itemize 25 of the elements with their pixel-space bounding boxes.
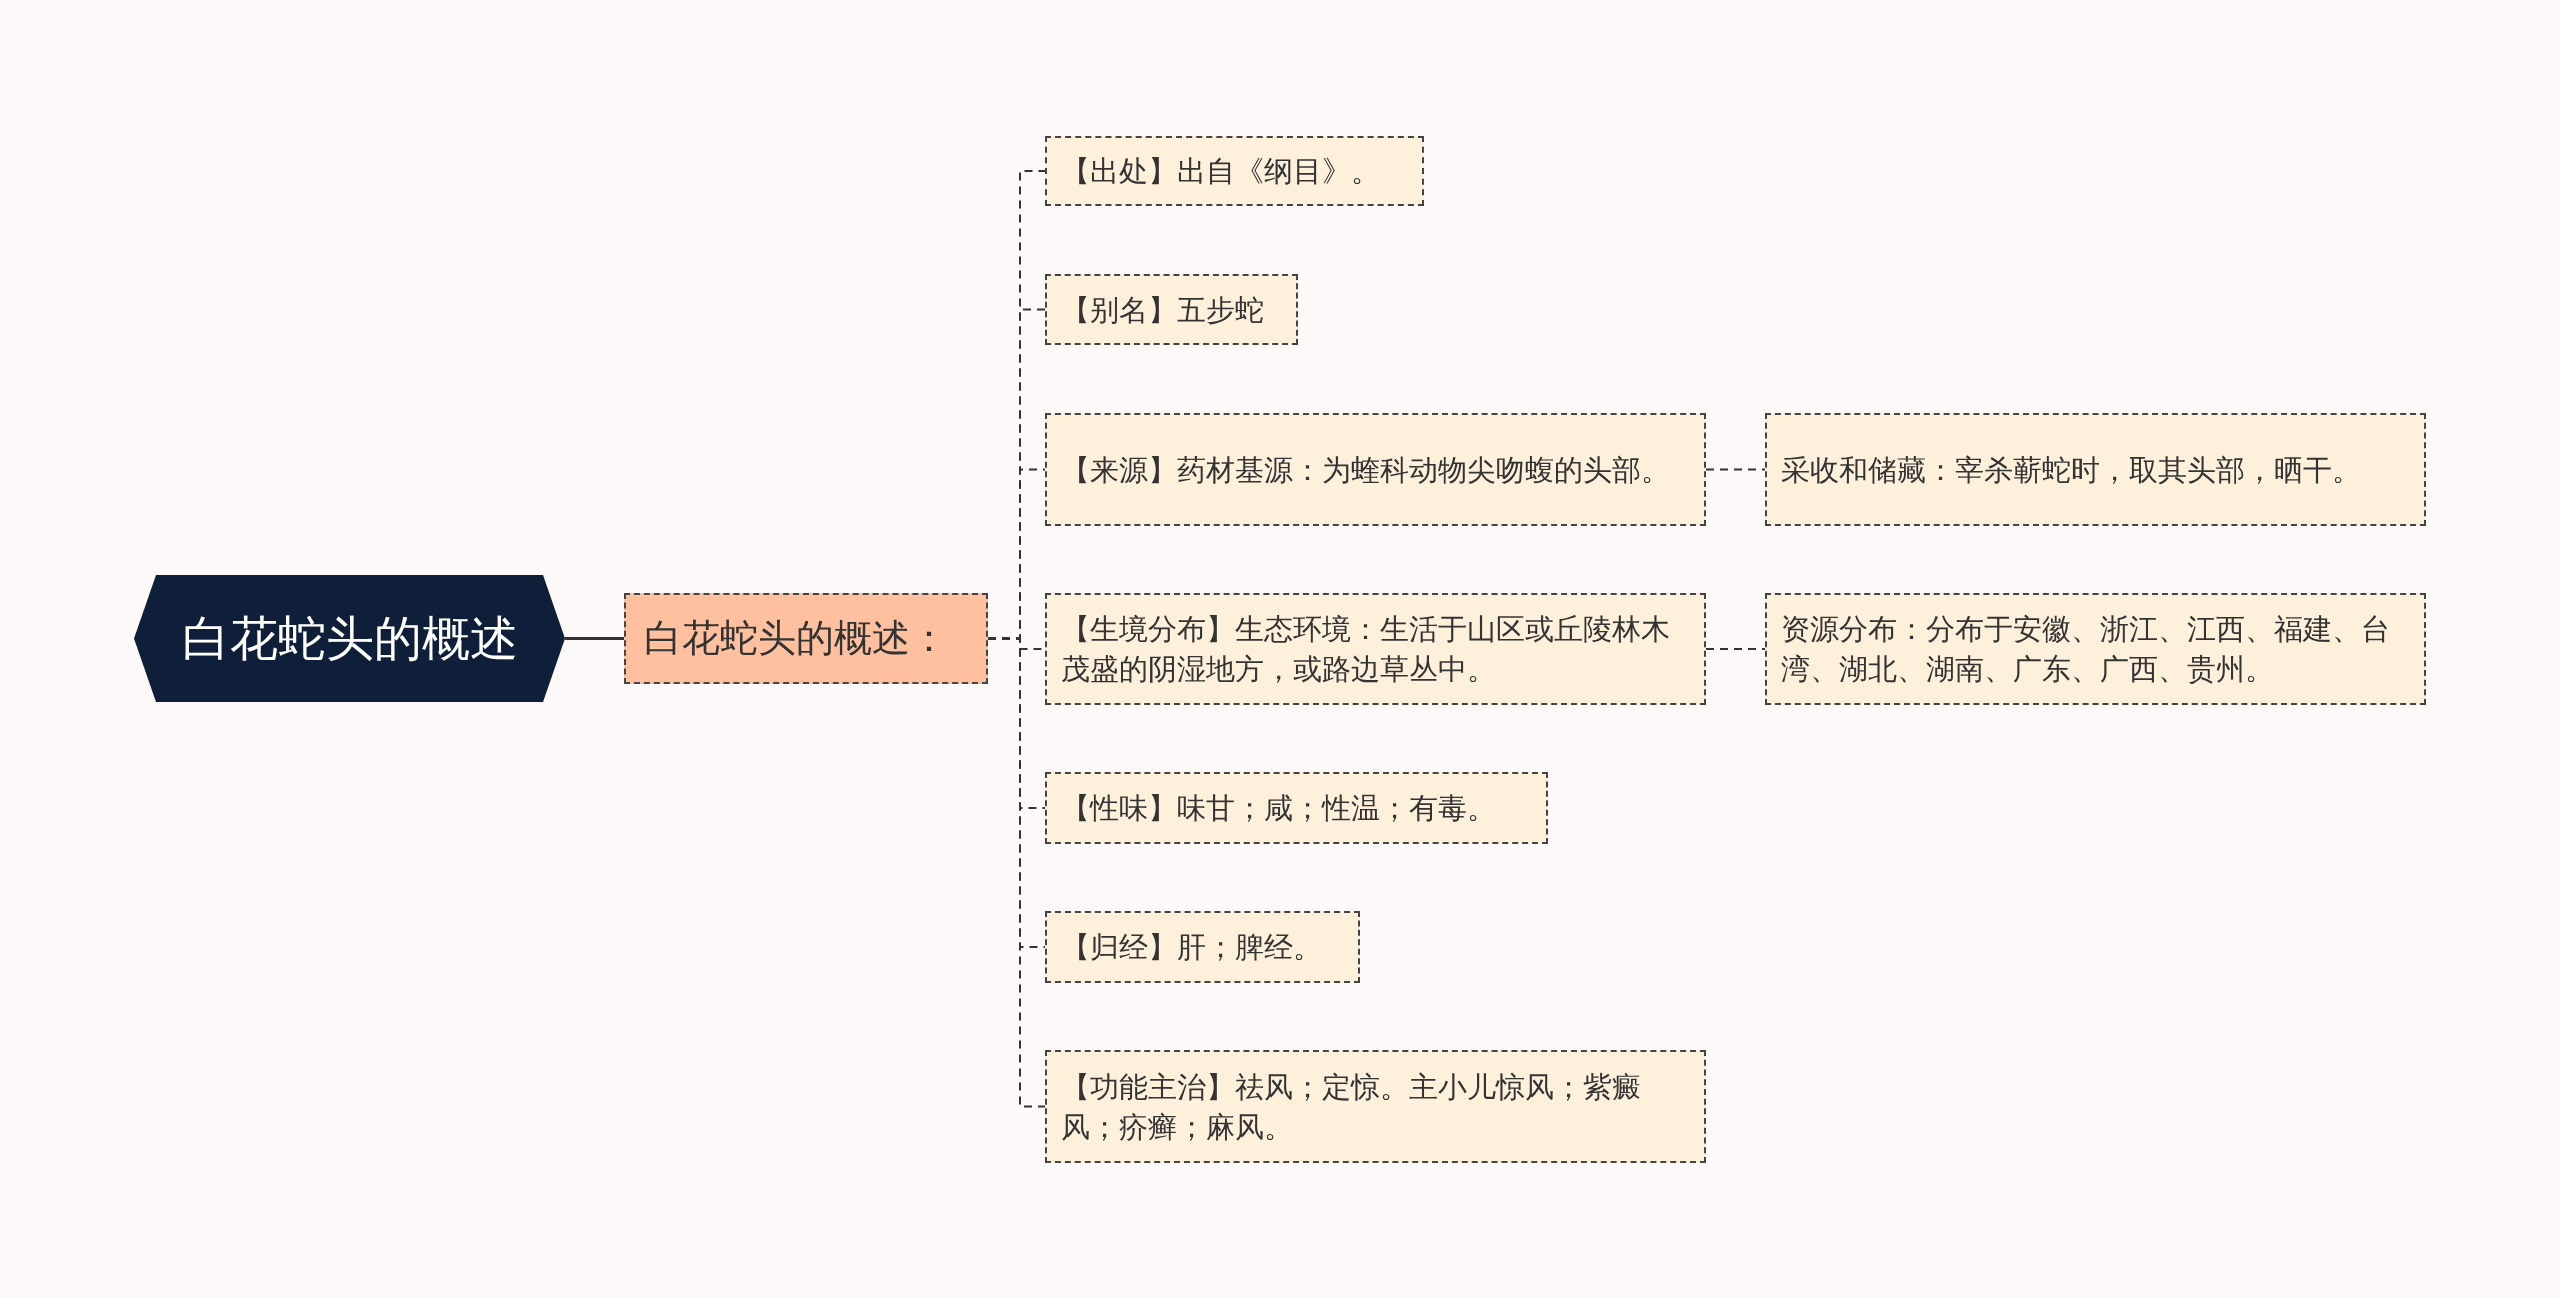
topic-box: [1765, 413, 2426, 526]
topic-text: 采收和储藏：宰杀蕲蛇时，取其头部，晒干。: [1781, 451, 2361, 489]
topic-box: [1045, 136, 1424, 206]
topic-text: 【别名】五步蛇: [1061, 291, 1264, 329]
topic-text: 白花蛇头的概述: [181, 608, 518, 668]
topic-text: 【来源】药材基源：为蝰科动物尖吻蝮的头部。: [1061, 451, 1670, 489]
topic-text: 【功能主治】祛风；定惊。主小儿惊风；紫癜风；疥癣；麻风。: [1061, 1068, 1642, 1146]
topic-box: [1045, 274, 1298, 345]
topic-text: 【生境分布】生态环境：生活于山区或丘陵林木茂盛的阴湿地方，或路边草丛中。: [1061, 611, 1671, 688]
topic-box: [1045, 413, 1706, 526]
topic-text: 【性味】味甘；咸；性温；有毒。: [1061, 790, 1496, 827]
subtopic-box: [624, 593, 988, 684]
hexagon-topic: [134, 575, 565, 702]
connector-line: [1705, 648, 1766, 650]
topic-box: [1765, 593, 2426, 705]
topic-text: 白花蛇头的概述：: [644, 615, 948, 662]
topic-box: [1045, 772, 1548, 844]
connector-line: [1705, 468, 1766, 471]
topic-box: [1045, 593, 1706, 705]
connector-line: [565, 637, 624, 640]
topic-text: 资源分布：分布于安徽、浙江、江西、福建、台湾、湖北、湖南、广东、广西、贵州。: [1781, 611, 2391, 688]
topic-box: [1045, 911, 1360, 983]
topic-text: 【出处】出自《纲目》。: [1061, 153, 1380, 190]
topic-box: [1045, 1050, 1706, 1163]
topic-text: 【归经】肝；脾经。: [1061, 929, 1322, 966]
